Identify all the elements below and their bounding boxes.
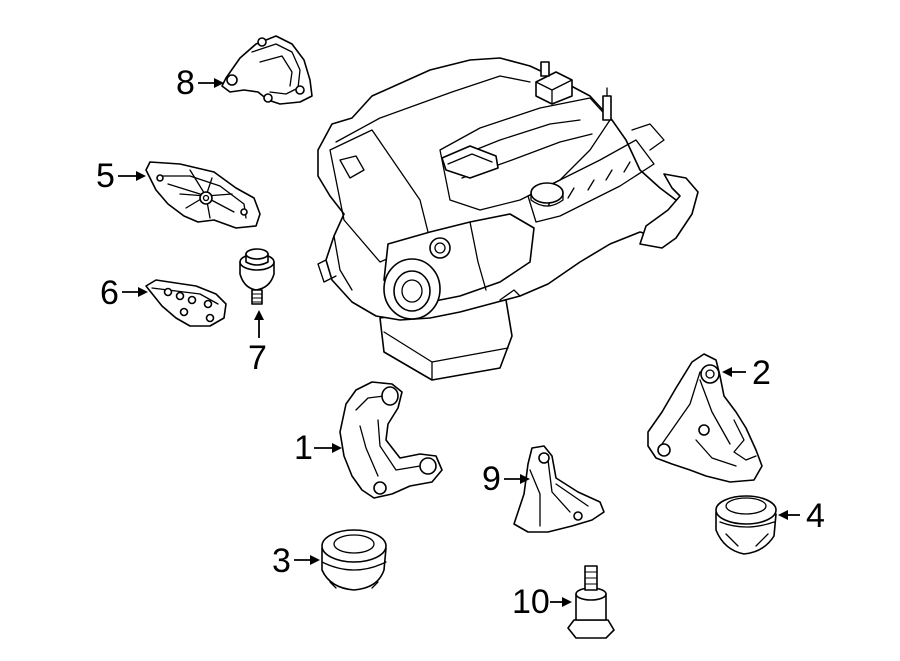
callout-2-label: 2 bbox=[752, 354, 771, 392]
callout-4-label: 4 bbox=[806, 497, 825, 535]
callout-5: 5 bbox=[96, 157, 146, 195]
callout-8: 8 bbox=[176, 64, 224, 102]
callout-3: 3 bbox=[272, 542, 320, 580]
part-7-stud-mount bbox=[239, 248, 275, 305]
part-8-mount-bracket bbox=[221, 35, 313, 105]
callout-7-label: 7 bbox=[248, 339, 267, 377]
callout-7: 7 bbox=[248, 310, 267, 377]
callout-9: 9 bbox=[482, 460, 530, 498]
part-10-engine-mount bbox=[567, 565, 615, 639]
callout-6-label: 6 bbox=[100, 274, 119, 312]
callout-8-label: 8 bbox=[176, 64, 195, 102]
part-1-engine-bracket bbox=[339, 381, 443, 499]
callout-6: 6 bbox=[100, 274, 148, 312]
part-3-engine-mount bbox=[321, 529, 387, 591]
part-4-engine-mount bbox=[715, 495, 777, 555]
callout-1-label: 1 bbox=[294, 429, 313, 467]
engine-assembly bbox=[317, 57, 699, 381]
part-9-mount-bracket bbox=[513, 445, 605, 533]
part-5-mount-plate bbox=[145, 161, 261, 229]
callout-3-label: 3 bbox=[272, 542, 291, 580]
callout-10: 10 bbox=[512, 583, 572, 621]
callout-2: 2 bbox=[722, 354, 771, 392]
part-6-mount-plate bbox=[145, 279, 227, 327]
callout-5-label: 5 bbox=[96, 157, 115, 195]
callout-4: 4 bbox=[778, 497, 825, 535]
callout-10-label: 10 bbox=[512, 583, 550, 621]
callout-1: 1 bbox=[294, 429, 342, 467]
callout-9-label: 9 bbox=[482, 460, 501, 498]
part-2-engine-bracket bbox=[647, 353, 763, 483]
